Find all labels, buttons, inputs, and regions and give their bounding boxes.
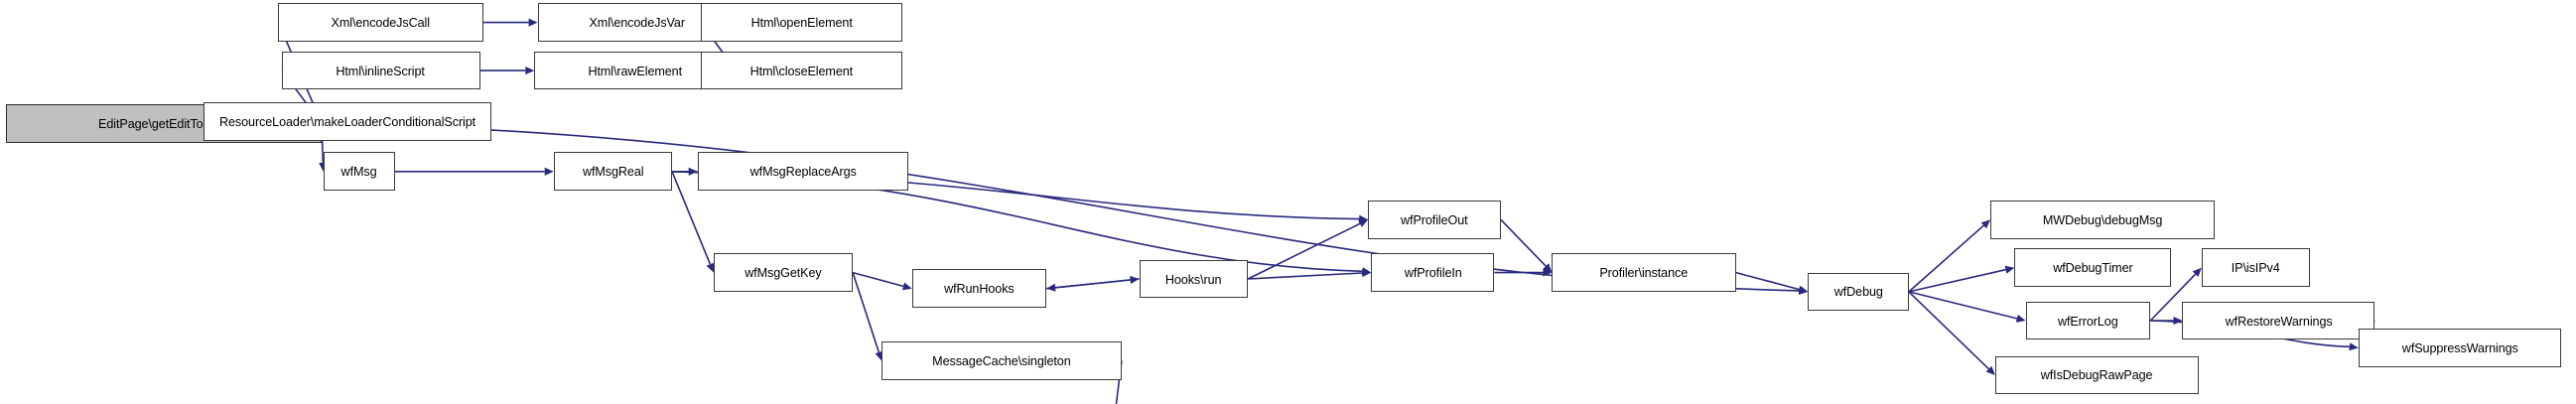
- graph-node-label: wfProfileIn: [1404, 265, 1462, 281]
- graph-node-hooks-run[interactable]: Hooks\run: [1139, 259, 1249, 299]
- arrowhead-n25-n27: [2192, 267, 2202, 277]
- edge-n22-n26: [1908, 291, 1989, 370]
- graph-node-wfmsg[interactable]: wfMsg: [323, 152, 396, 192]
- edge-n13-n12: [1055, 278, 1140, 289]
- graph-node-label: wfIsDebugRawPage: [2040, 367, 2153, 383]
- edge-n13-n19: [1247, 222, 1361, 280]
- graph-node-html-openelement[interactable]: Html\openElement: [700, 3, 903, 42]
- graph-node-label: wfProfileOut: [1401, 211, 1468, 227]
- arrowhead-n9-n20: [1361, 267, 1372, 276]
- arrowhead-n22-n24: [2004, 265, 2015, 274]
- graph-node-profiler-instance[interactable]: Profiler\instance: [1552, 253, 1736, 292]
- arrowhead-n2-n6: [525, 67, 535, 75]
- graph-node-ip-isipv4[interactable]: IP\isIPv4: [2201, 248, 2311, 288]
- graph-node-wfmsgreplaceargs[interactable]: wfMsgReplaceArgs: [697, 152, 909, 192]
- edge-n22-n23: [1908, 224, 1984, 293]
- edge-n19-n21: [1500, 218, 1547, 267]
- graph-node-label: Xml\encodeJsCall: [331, 15, 431, 31]
- arrowhead-n22-n26: [1985, 365, 1995, 375]
- graph-node-mwdebug-debugmsg[interactable]: MWDebug\debugMsg: [1990, 200, 2215, 239]
- graph-node-label: wfErrorLog: [2058, 313, 2118, 329]
- arrowhead-n9-n19: [1358, 214, 1369, 223]
- edge-n11-n12: [852, 271, 904, 288]
- graph-node-wfrunhooks[interactable]: wfRunHooks: [911, 269, 1047, 309]
- arrowhead-n22-n25: [2015, 314, 2026, 323]
- graph-node-label: Xml\encodeJsVar: [589, 15, 685, 31]
- graph-node-label: wfDebug: [1833, 284, 1883, 300]
- graph-node-label: ResourceLoader\makeLoaderConditionalScri…: [218, 114, 475, 130]
- graph-node-label: Html\inlineScript: [336, 63, 426, 78]
- graph-node-wfisdebugrawpage[interactable]: wfIsDebugRawPage: [1994, 355, 2199, 395]
- arrowhead-n0-n22: [1798, 286, 1809, 295]
- graph-node-wfsuppresswarnings[interactable]: wfSuppressWarnings: [2358, 329, 2562, 367]
- graph-node-label: wfSuppressWarnings: [2401, 339, 2518, 355]
- graph-node-label: wfDebugTimer: [2053, 260, 2133, 276]
- edge-n21-n22: [1735, 271, 1800, 291]
- graph-node-label: Profiler\instance: [1599, 265, 1689, 281]
- graph-node-html-inlinescript[interactable]: Html\inlineScript: [281, 51, 480, 90]
- graph-node-wfmsggetkey[interactable]: wfMsgGetKey: [713, 253, 854, 292]
- graph-node-wfprofileout[interactable]: wfProfileOut: [1368, 200, 1501, 239]
- graph-node-label: Html\closeElement: [749, 63, 854, 78]
- graph-node-wfmsgreal[interactable]: wfMsgReal: [553, 152, 672, 192]
- arrowhead-n4-n9: [544, 167, 554, 176]
- graph-node-label: wfMsgReplaceArgs: [749, 164, 857, 180]
- graph-node-label: Html\rawElement: [588, 63, 683, 78]
- graph-node-label: MWDebug\debugMsg: [2042, 211, 2163, 227]
- graph-node-label: Html\openElement: [750, 15, 853, 31]
- arrowhead-n13-n19: [1358, 219, 1369, 227]
- arrowhead-n11-n12: [902, 282, 912, 291]
- edge-n12-n13: [1046, 279, 1131, 290]
- arrowhead-n22-n23: [1980, 219, 1991, 229]
- graph-node-wfrestorewarnings[interactable]: wfRestoreWarnings: [2182, 301, 2374, 340]
- graph-node-label: wfMsgGetKey: [745, 265, 822, 281]
- arrowhead-n13-n20: [1362, 269, 1372, 278]
- graph-node-messagecache-singleton[interactable]: MessageCache\singleton: [881, 341, 1122, 380]
- arrowhead-n19-n21: [1543, 263, 1553, 273]
- graph-node-xml-encodejscall[interactable]: Xml\encodeJsCall: [278, 3, 483, 42]
- edge-n22-n25: [1908, 291, 2017, 320]
- edge-n22-n24: [1908, 268, 2006, 293]
- graph-node-label: wfRunHooks: [944, 281, 1015, 297]
- arrowhead-n20-n21: [1543, 268, 1553, 277]
- graph-node-wfprofilein[interactable]: wfProfileIn: [1371, 253, 1495, 292]
- arrowhead-n21-n22: [1798, 285, 1809, 294]
- arrowhead-n13-n12: [1046, 283, 1056, 292]
- arrowhead-n25-n28: [2173, 317, 2183, 326]
- edge-n13-n20: [1248, 272, 1363, 280]
- graph-node-label: IP\isIPv4: [2232, 260, 2281, 276]
- graph-node-label: wfRestoreWarnings: [2225, 313, 2333, 329]
- graph-node-label: wfMsgReal: [582, 164, 644, 180]
- arrowhead-n9-n10: [688, 167, 698, 176]
- graph-node-wfdebugtimer[interactable]: wfDebugTimer: [2014, 248, 2172, 288]
- arrowhead-n12-n13: [1130, 275, 1140, 284]
- arrowhead-n25-n29: [2349, 342, 2359, 351]
- graph-node-wfdebug[interactable]: wfDebug: [1808, 272, 1909, 312]
- graph-node-resourceloader-makeloaderconditionalscript[interactable]: ResourceLoader\makeLoaderConditionalScri…: [203, 102, 491, 142]
- graph-node-label: wfMsg: [340, 164, 377, 180]
- graph-node-html-closeelement[interactable]: Html\closeElement: [700, 51, 903, 90]
- graph-node-label: MessageCache\singleton: [932, 352, 1071, 368]
- arrowhead-n1-n5: [528, 18, 538, 27]
- graph-node-label: Hooks\run: [1165, 271, 1222, 287]
- edge-n11-n14: [852, 272, 881, 353]
- graph-node-wferrorlog[interactable]: wfErrorLog: [2025, 301, 2151, 340]
